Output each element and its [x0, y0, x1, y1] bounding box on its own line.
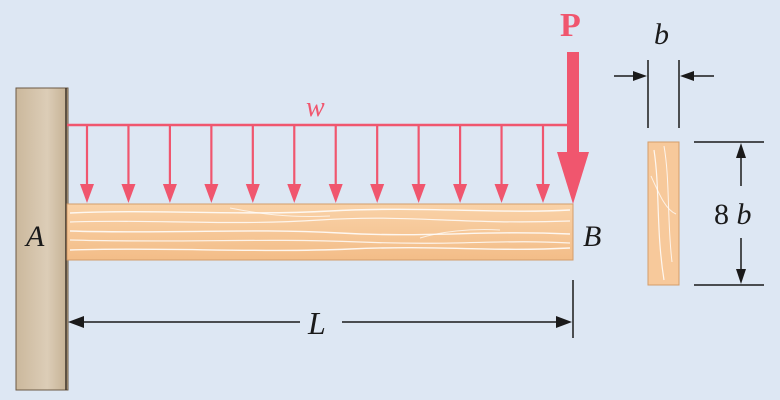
distributed-load-arrow [370, 125, 385, 203]
distributed-load-arrow [162, 125, 177, 203]
distributed-load-arrow [121, 125, 136, 203]
cross-section [647, 141, 680, 286]
distributed-load-arrow [204, 125, 219, 203]
point-load-arrow [557, 52, 589, 204]
height-dimension [694, 141, 764, 286]
distributed-load-arrows [80, 125, 550, 203]
distributed-load-label: w [306, 92, 325, 123]
width-dimension [614, 60, 714, 128]
distributed-load-arrow [80, 125, 94, 203]
section-height-label: 8 b [714, 198, 752, 231]
section-width-label: b [654, 18, 669, 51]
free-end-label-b: B [583, 220, 601, 253]
distributed-load-arrow [411, 125, 426, 203]
dimension-arrow-right [556, 316, 572, 328]
point-load-label: P [560, 7, 581, 44]
length-dimension [68, 280, 574, 338]
fixed-wall-support [15, 87, 69, 391]
section-height-text: 8 b [714, 198, 752, 231]
distributed-load-arrow [328, 125, 343, 203]
distributed-load-arrow [453, 125, 468, 203]
wooden-beam [66, 203, 574, 261]
distributed-load-arrow [494, 125, 509, 203]
dimension-arrow-left [68, 316, 84, 328]
support-label-a: A [24, 220, 45, 253]
distributed-load-arrow [245, 125, 260, 203]
distributed-load-arrow [287, 125, 302, 203]
distributed-load-arrow [536, 125, 550, 203]
length-label: L [307, 305, 326, 341]
